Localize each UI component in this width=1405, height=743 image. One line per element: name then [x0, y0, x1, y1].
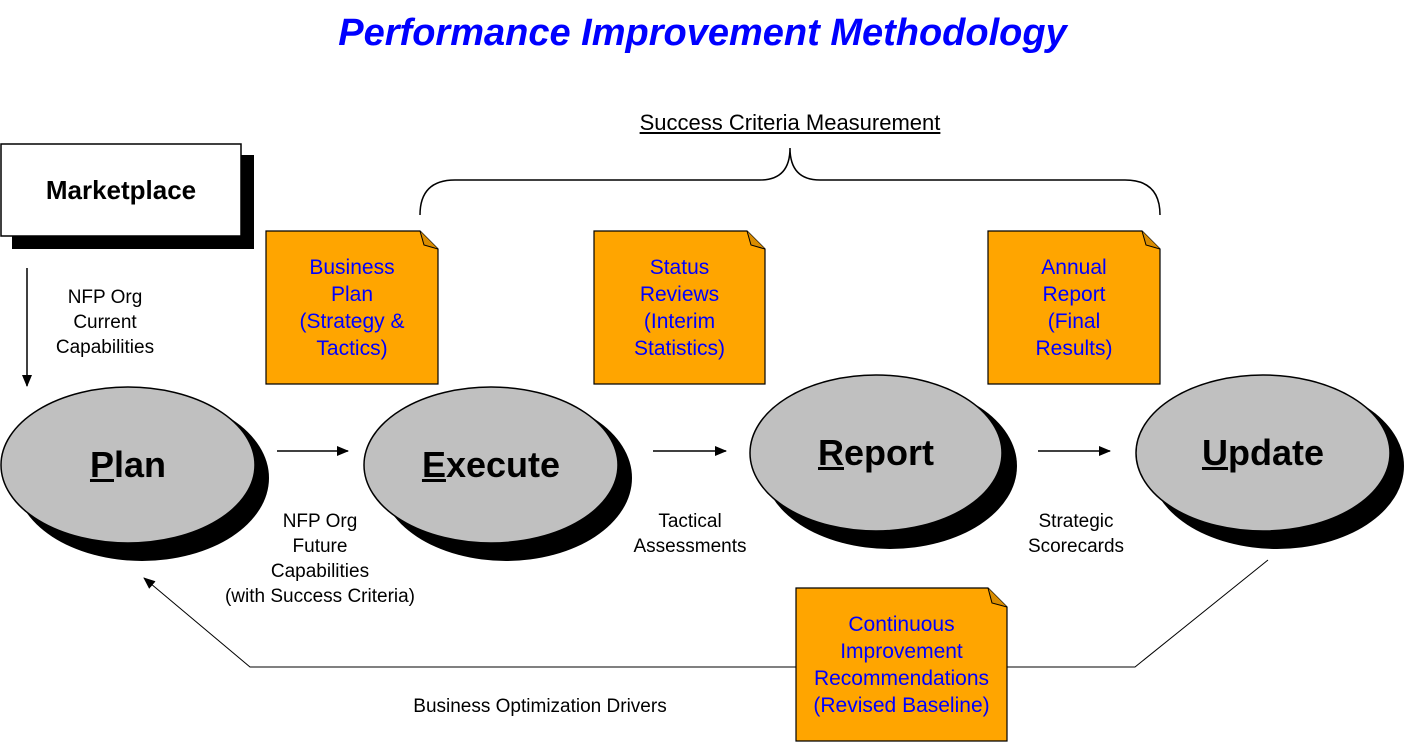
execute-ellipse: [363, 386, 619, 544]
diagram-title: Performance Improvement Methodology: [338, 12, 1067, 54]
marketplace-label: Marketplace: [45, 174, 197, 205]
marketplace-box: [0, 143, 242, 237]
business-optimization-drivers-label: Business Optimization Drivers: [413, 696, 667, 717]
success-criteria-label: Success Criteria Measurement: [639, 110, 941, 135]
plan-ellipse: [0, 386, 256, 544]
feedback-loop-arrow: [143, 559, 1269, 668]
note-business-plan: [265, 230, 439, 385]
note-annual-report: [987, 230, 1161, 385]
update-ellipse: [1135, 374, 1391, 532]
success-criteria-brace: [419, 147, 1161, 216]
report-ellipse: [749, 374, 1003, 532]
note-continuous-improvement: [795, 587, 1008, 742]
note-status-reviews: [593, 230, 766, 385]
